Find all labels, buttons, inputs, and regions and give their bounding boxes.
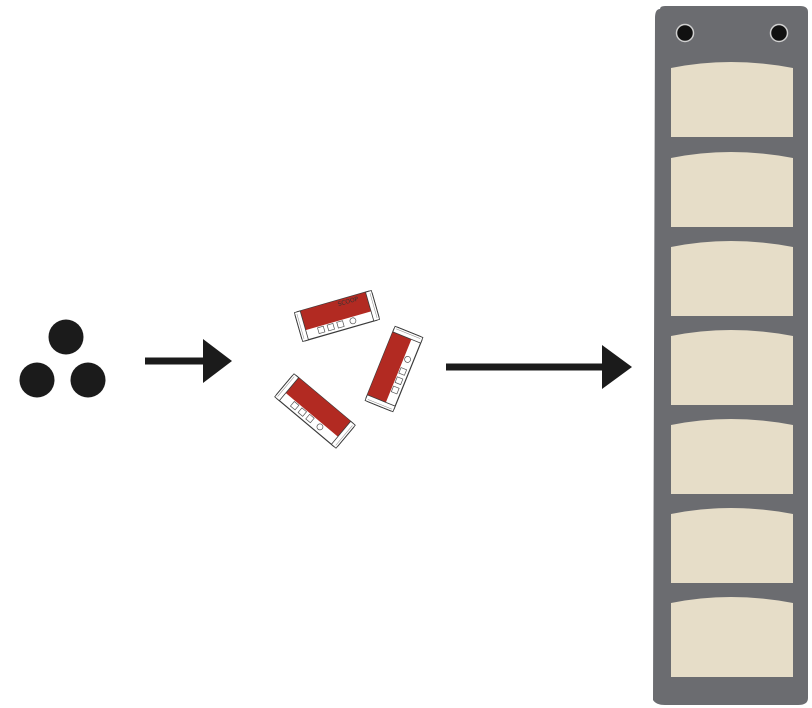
pocket xyxy=(671,241,793,316)
pocket xyxy=(671,330,793,405)
packet-top: SCOOP xyxy=(293,289,381,343)
organizer-pockets xyxy=(671,62,793,677)
pocket xyxy=(671,152,793,227)
dot-top xyxy=(48,319,84,355)
hanging-hole-left xyxy=(675,23,695,43)
hanging-hole-right xyxy=(769,23,789,43)
pocket xyxy=(671,62,793,137)
packet-right xyxy=(364,325,424,413)
food-packet-icon: SCOOP xyxy=(274,289,424,449)
three-dots-icon xyxy=(19,319,106,398)
arrow-right-icon xyxy=(446,345,632,389)
dot-bottom-left xyxy=(19,362,55,398)
arrow-right-icon xyxy=(145,339,232,383)
pocket xyxy=(671,419,793,494)
pocket xyxy=(671,597,793,677)
dot-bottom-right xyxy=(70,362,106,398)
hanging-pocket-organizer-icon xyxy=(653,6,808,705)
packet-left xyxy=(274,373,356,449)
pocket xyxy=(671,508,793,583)
